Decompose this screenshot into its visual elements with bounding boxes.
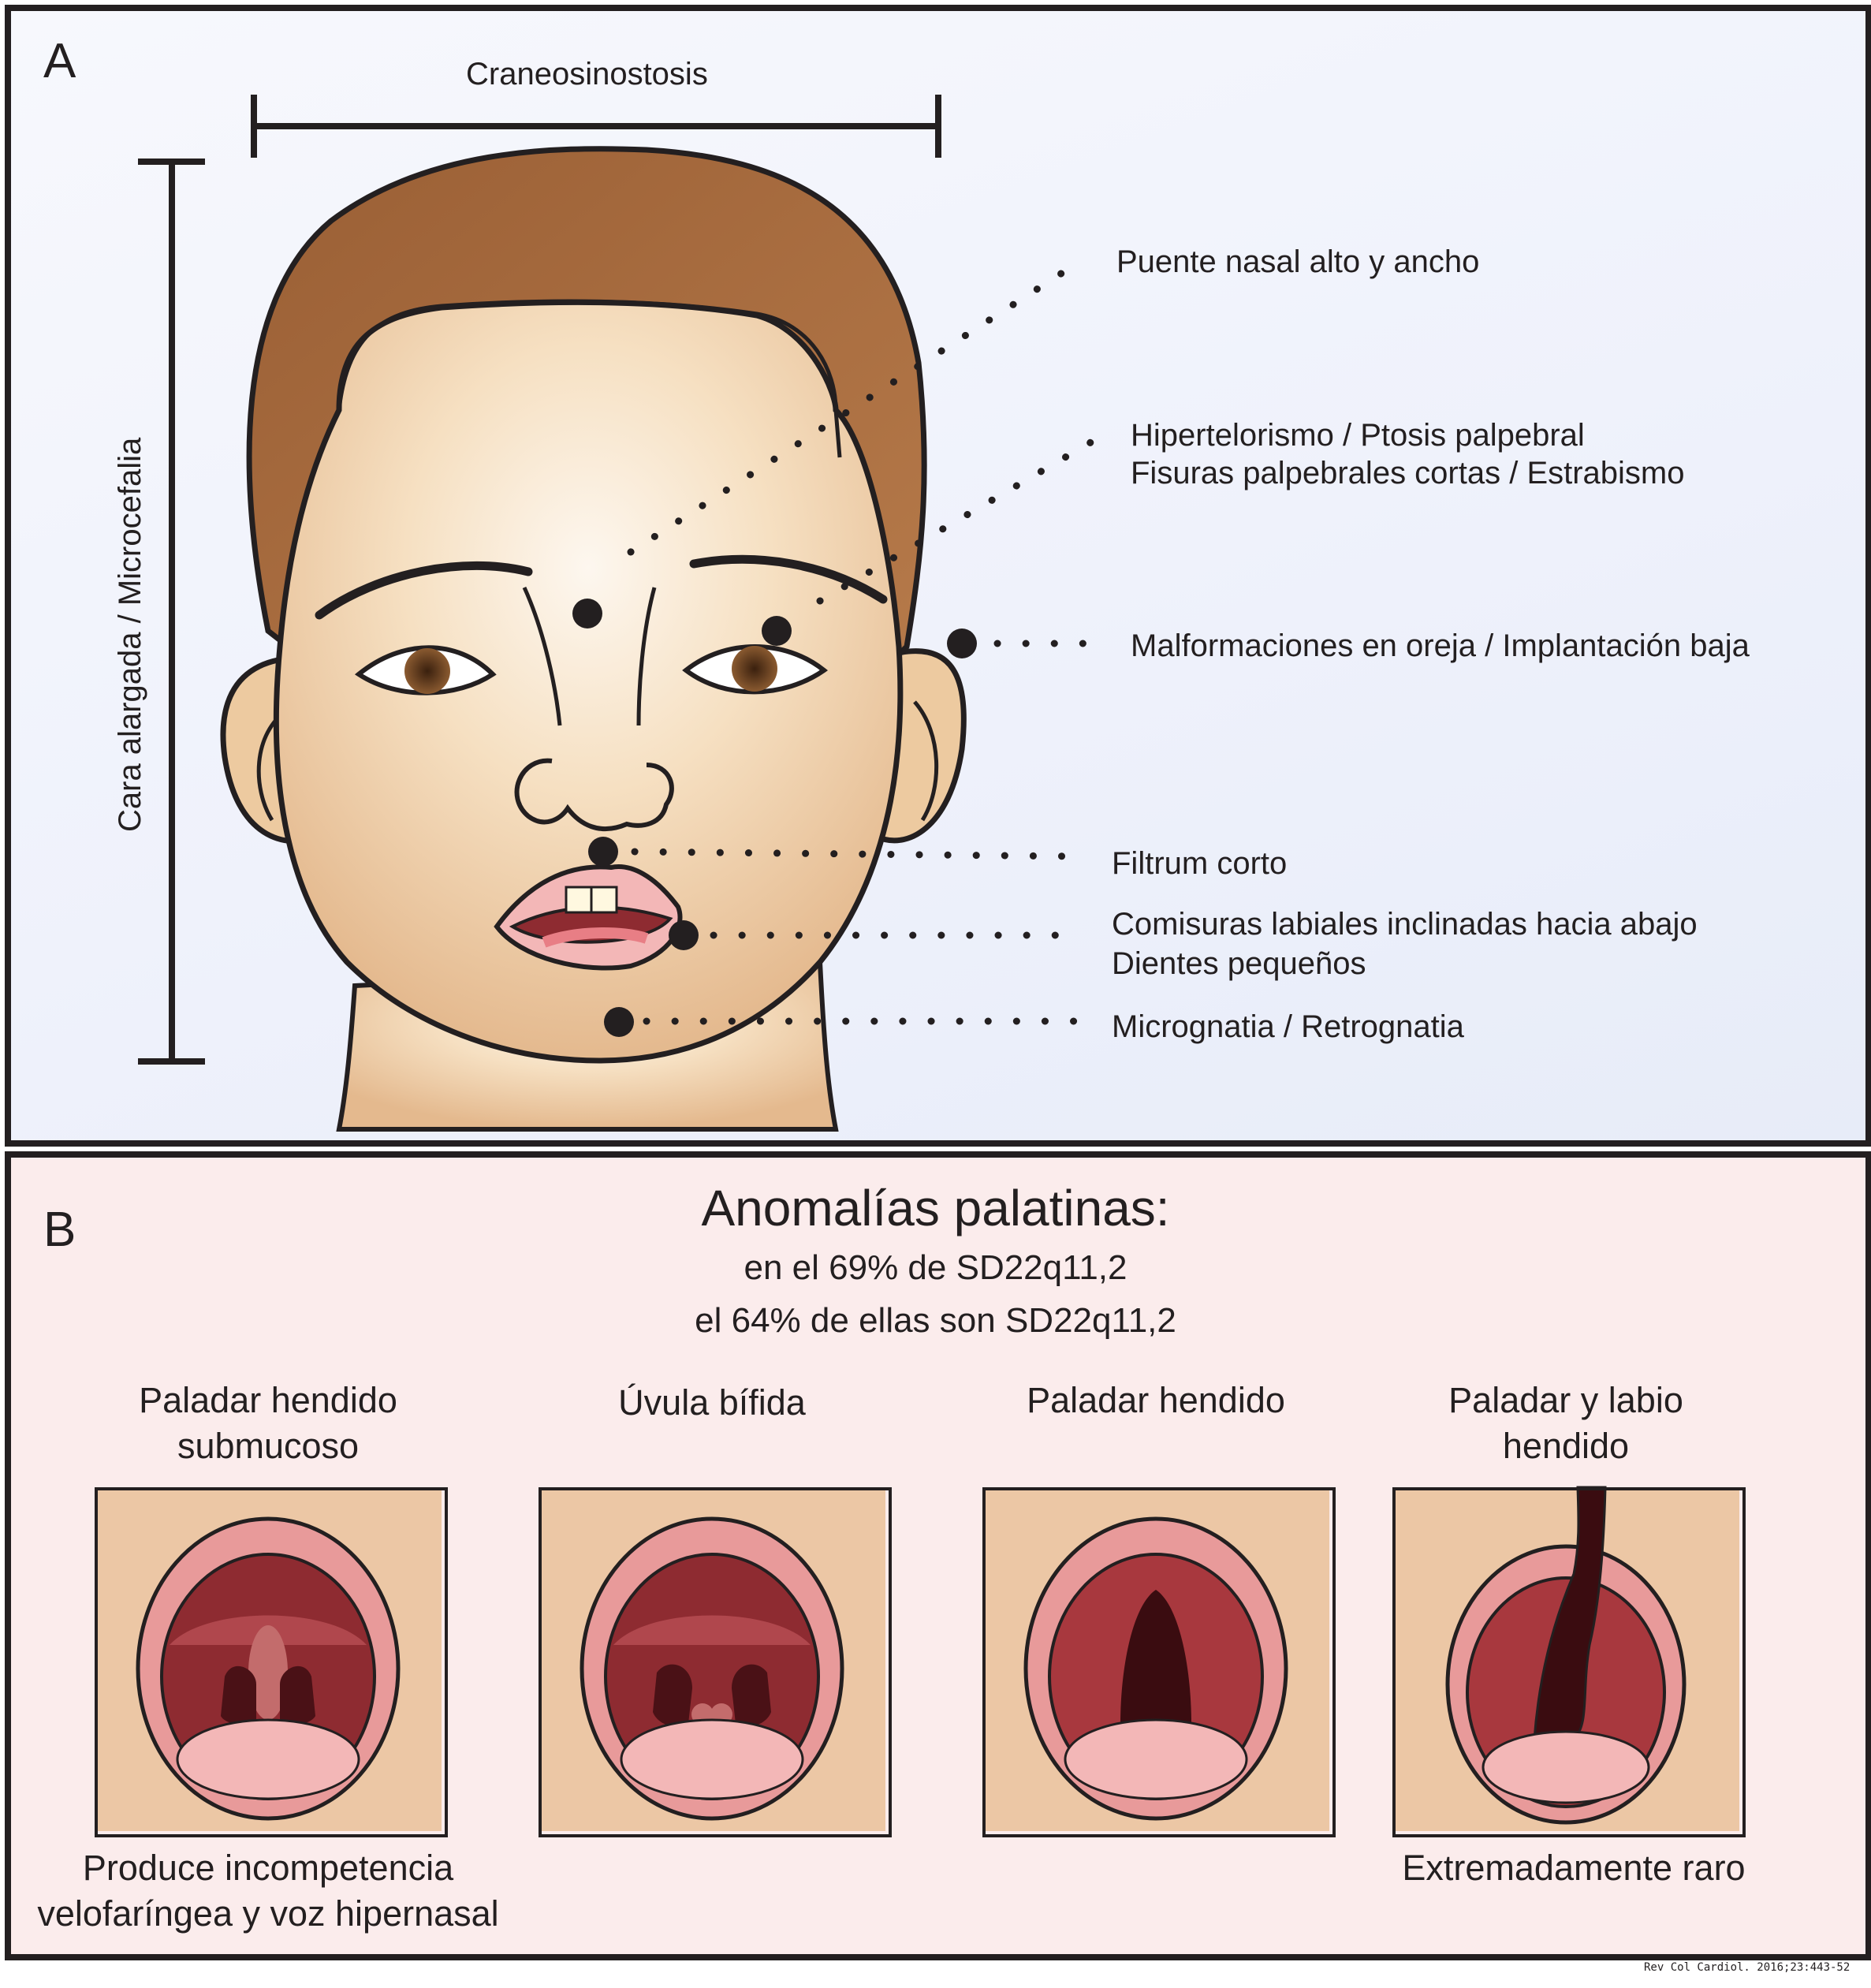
type-4-title-line1: Paladar y labio bbox=[1369, 1378, 1763, 1423]
type-4-note: Extremadamente raro bbox=[1345, 1845, 1802, 1891]
feature-label-philtrum: Filtrum corto bbox=[1112, 845, 1287, 882]
type-3-title-line1: Paladar hendido bbox=[959, 1378, 1353, 1423]
mouth-box-2 bbox=[539, 1487, 892, 1837]
panel-b-subtitle-2: el 64% de ellas son SD22q11,2 bbox=[0, 1301, 1871, 1341]
feature-label-nasal-bridge: Puente nasal alto y ancho bbox=[1116, 243, 1479, 281]
mouth-box-4 bbox=[1392, 1487, 1746, 1837]
marker-chin bbox=[604, 1007, 634, 1037]
type-4-note-line1: Extremadamente raro bbox=[1345, 1845, 1802, 1891]
marker-nasal-bridge bbox=[572, 599, 602, 628]
feature-label-lips-line2: Dientes pequeños bbox=[1112, 945, 1366, 983]
type-1-note: Produce incompetencia velofaríngea y voz… bbox=[24, 1845, 512, 1937]
journal-credit: Rev Col Cardiol. 2016;23:443-52 bbox=[1644, 1961, 1850, 1974]
marker-philtrum bbox=[588, 837, 618, 867]
mouth-box-3 bbox=[982, 1487, 1336, 1837]
panel-b-subtitle-1: en el 69% de SD22q11,2 bbox=[0, 1248, 1871, 1288]
feature-label-lips-line1: Comisuras labiales inclinadas hacia abaj… bbox=[1112, 905, 1698, 943]
feature-label-jaw: Micrognatia / Retrognatia bbox=[1112, 1008, 1464, 1046]
marker-lip-corner bbox=[669, 920, 699, 950]
face-length-label: Cara alargada / Microcefalia bbox=[113, 438, 148, 832]
type-1-title: Paladar hendido submucoso bbox=[71, 1378, 465, 1469]
panel-b-title: Anomalías palatinas: bbox=[0, 1179, 1871, 1237]
feature-label-ears: Malformaciones en oreja / Implantación b… bbox=[1131, 627, 1750, 665]
panel-a-letter: A bbox=[43, 33, 76, 89]
mouth-box-1 bbox=[95, 1487, 448, 1837]
craniosynostosis-label: Craneosinostosis bbox=[466, 55, 708, 93]
type-2-title-line1: Úvula bífida bbox=[515, 1380, 909, 1426]
type-4-title: Paladar y labio hendido bbox=[1369, 1378, 1763, 1469]
type-1-title-line1: Paladar hendido bbox=[71, 1378, 465, 1423]
type-3-title: Paladar hendido bbox=[959, 1378, 1353, 1423]
type-1-note-line2: velofaríngea y voz hipernasal bbox=[24, 1891, 512, 1937]
type-1-title-line2: submucoso bbox=[71, 1423, 465, 1469]
type-1-note-line1: Produce incompetencia bbox=[24, 1845, 512, 1891]
marker-ear bbox=[947, 628, 977, 658]
feature-label-eyes-line2: Fisuras palpebrales cortas / Estrabismo bbox=[1131, 454, 1685, 492]
marker-eye bbox=[762, 616, 792, 646]
type-2-title: Úvula bífida bbox=[515, 1380, 909, 1426]
type-4-title-line2: hendido bbox=[1369, 1423, 1763, 1469]
feature-label-eyes-line1: Hipertelorismo / Ptosis palpebral bbox=[1131, 416, 1585, 454]
